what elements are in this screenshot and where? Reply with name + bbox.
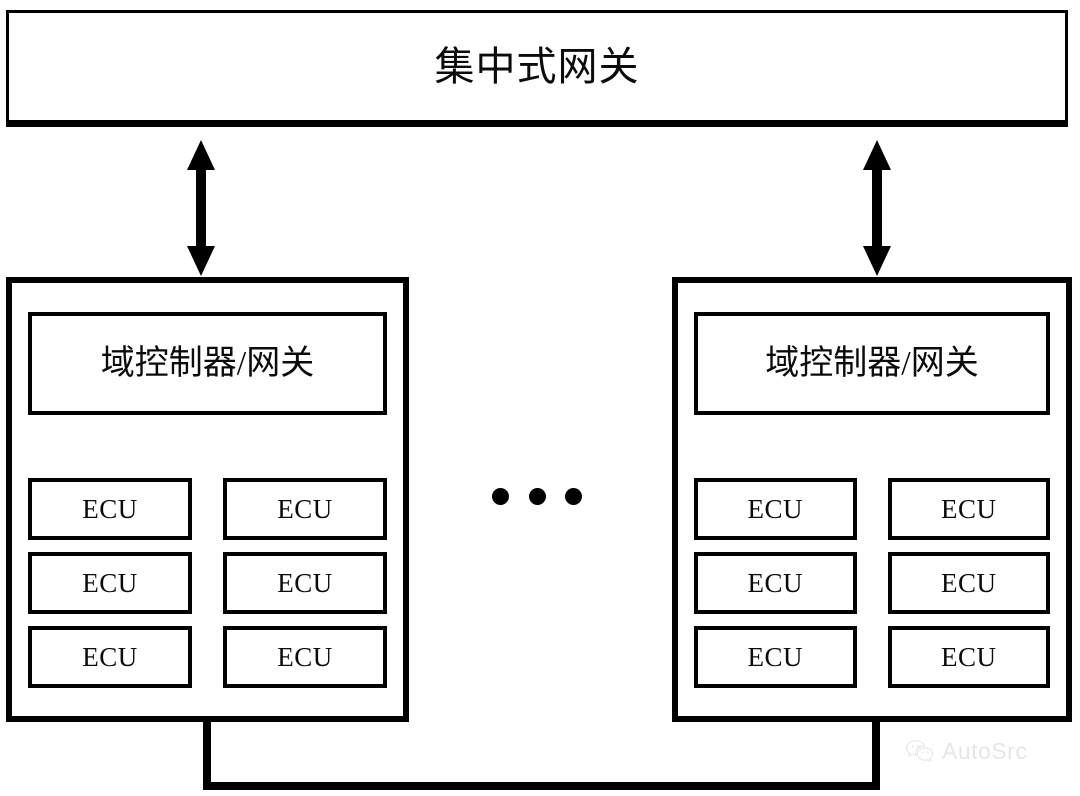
ellipsis-dot xyxy=(565,487,582,505)
ecu-label: ECU xyxy=(277,567,333,598)
bus-bottom-line xyxy=(203,782,880,790)
bus-right-drop xyxy=(872,716,880,790)
ecu-label: ECU xyxy=(747,493,803,524)
domain-block-left: 域控制器/网关 ECU ECU ECU ECU ECU ECU xyxy=(6,277,409,722)
ecu-label: ECU xyxy=(82,493,138,524)
double-arrow-right xyxy=(860,140,894,276)
ecu-box: ECU xyxy=(223,626,387,688)
ecu-grid-left: ECU ECU ECU ECU ECU ECU xyxy=(28,478,387,688)
domain-controller-label-right: 域控制器/网关 xyxy=(765,344,979,382)
centralized-gateway-label: 集中式网关 xyxy=(434,43,640,89)
bus-left-drop xyxy=(203,716,211,790)
ellipsis-indicator xyxy=(492,485,582,507)
ecu-label: ECU xyxy=(277,641,333,672)
ellipsis-dot xyxy=(528,487,546,505)
domain-controller-box-left: 域控制器/网关 xyxy=(28,312,387,415)
ecu-label: ECU xyxy=(82,567,138,598)
ecu-label: ECU xyxy=(747,641,803,672)
ecu-label: ECU xyxy=(747,567,803,598)
domain-controller-label-left: 域控制器/网关 xyxy=(100,344,315,382)
ecu-label: ECU xyxy=(277,493,333,524)
watermark-text: AutoSrc xyxy=(942,737,1028,764)
double-arrow-left xyxy=(184,140,218,276)
ecu-box: ECU xyxy=(223,478,387,540)
ecu-label: ECU xyxy=(941,567,997,598)
ecu-box: ECU xyxy=(28,552,192,614)
ecu-box: ECU xyxy=(887,626,1050,688)
ecu-box: ECU xyxy=(694,552,857,614)
ecu-box: ECU xyxy=(694,626,857,688)
ecu-box: ECU xyxy=(694,478,857,540)
ecu-label: ECU xyxy=(941,641,997,672)
ecu-box: ECU xyxy=(28,626,192,688)
ellipsis-dot xyxy=(492,487,509,505)
ecu-box: ECU xyxy=(887,552,1050,614)
ecu-box: ECU xyxy=(887,478,1050,540)
ecu-box: ECU xyxy=(28,478,192,540)
ecu-label: ECU xyxy=(82,641,138,672)
watermark: AutoSrc xyxy=(905,738,1027,764)
ecu-box: ECU xyxy=(223,552,387,614)
domain-block-right: 域控制器/网关 ECU ECU ECU ECU ECU ECU xyxy=(672,277,1072,722)
ecu-label: ECU xyxy=(941,493,997,524)
ecu-grid-right: ECU ECU ECU ECU ECU ECU xyxy=(694,478,1050,688)
domain-controller-box-right: 域控制器/网关 xyxy=(694,312,1050,415)
centralized-gateway-box: 集中式网关 xyxy=(6,10,1068,127)
wechat-icon xyxy=(906,740,934,763)
